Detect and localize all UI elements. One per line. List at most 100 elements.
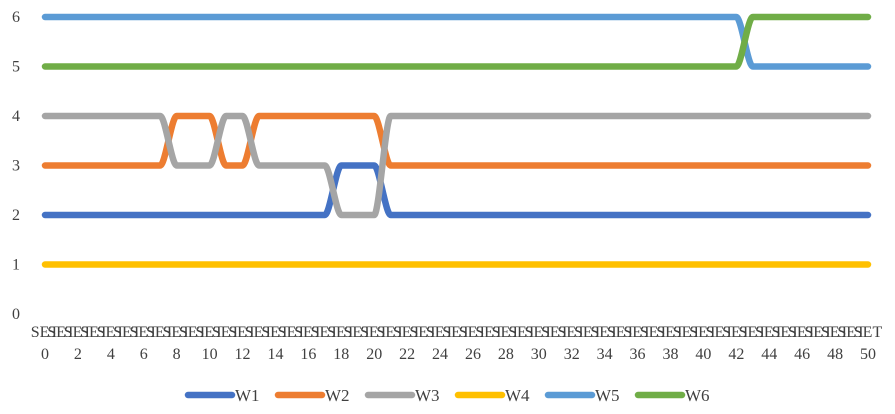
x-tick-number: 44 <box>761 346 777 363</box>
x-tick-number: 2 <box>74 346 82 363</box>
y-tick-label: 6 <box>12 9 20 26</box>
x-axis: SETSETSETSETSETSETSETSETSETSETSETSETSETS… <box>31 324 883 363</box>
x-tick-label: SET <box>344 324 373 341</box>
x-tick-label: SET <box>179 324 208 341</box>
y-tick-label: 3 <box>12 158 20 175</box>
y-axis: 0 1 2 3 4 5 6 <box>12 9 20 323</box>
x-tick-label: SET <box>623 324 652 341</box>
x-tick-label: SET <box>837 324 866 341</box>
x-tick-label: SET <box>771 324 800 341</box>
x-tick-label: SET <box>31 324 60 341</box>
x-tick-number: 18 <box>333 346 349 363</box>
x-tick-label: SET <box>80 324 109 341</box>
legend-label: W6 <box>685 386 710 405</box>
series-line-w5 <box>41 13 872 70</box>
x-tick-label: SET <box>376 324 405 341</box>
x-tick-label: SET <box>755 324 784 341</box>
legend-label: W4 <box>505 386 530 405</box>
x-tick-label: SET <box>278 324 307 341</box>
x-tick-label: SET <box>311 324 340 341</box>
x-tick-label: SET <box>854 324 883 341</box>
legend-label: W3 <box>415 386 440 405</box>
y-tick-label: 0 <box>12 306 20 323</box>
x-tick-label: SET <box>492 324 521 341</box>
x-tick-label: SET <box>195 324 224 341</box>
y-tick-label: 1 <box>12 257 20 274</box>
x-tick-label: SET <box>656 324 685 341</box>
x-tick-label: SET <box>574 324 603 341</box>
x-tick-number: 4 <box>107 346 115 363</box>
x-tick-number: 40 <box>695 346 711 363</box>
x-tick-number: 12 <box>235 346 251 363</box>
x-tick-number: 16 <box>300 346 316 363</box>
x-tick-label: SET <box>426 324 455 341</box>
x-tick-number: 24 <box>432 346 448 363</box>
x-tick-number: 14 <box>267 346 283 363</box>
series-line-w6 <box>41 13 872 70</box>
legend: W1 W2 W3 W4 W5 W6 <box>184 386 710 405</box>
x-tick-label: SET <box>228 324 257 341</box>
x-tick-label: SET <box>162 324 191 341</box>
x-tick-label: SET <box>541 324 570 341</box>
x-tick-label: SET <box>97 324 126 341</box>
series-line-w1 <box>41 162 872 219</box>
y-tick-label: 5 <box>12 59 20 76</box>
x-tick-label: SET <box>590 324 619 341</box>
x-tick-label: SET <box>294 324 323 341</box>
x-tick-number: 8 <box>173 346 181 363</box>
series-line-w3 <box>41 112 872 219</box>
x-tick-number: 20 <box>366 346 382 363</box>
x-tick-label: SET <box>212 324 241 341</box>
x-tick-label: SET <box>673 324 702 341</box>
x-tick-label: SET <box>327 324 356 341</box>
x-tick-number: 30 <box>531 346 547 363</box>
x-tick-label: SET <box>360 324 389 341</box>
x-tick-number: 48 <box>827 346 843 363</box>
x-tick-label: SET <box>525 324 554 341</box>
x-tick-label: SET <box>64 324 93 341</box>
x-tick-label: SET <box>475 324 504 341</box>
legend-label: W5 <box>595 386 620 405</box>
x-tick-label: SET <box>113 324 142 341</box>
x-tick-label: SET <box>689 324 718 341</box>
x-tick-label: SET <box>607 324 636 341</box>
x-tick-number: 28 <box>498 346 514 363</box>
x-tick-number: 50 <box>860 346 876 363</box>
x-tick-number: 6 <box>140 346 148 363</box>
x-tick-label: SET <box>245 324 274 341</box>
x-tick-label: SET <box>130 324 159 341</box>
x-tick-number: 36 <box>630 346 646 363</box>
x-tick-label: SET <box>393 324 422 341</box>
x-tick-label: SET <box>722 324 751 341</box>
x-tick-number: 26 <box>465 346 481 363</box>
x-tick-number: 42 <box>728 346 744 363</box>
x-tick-number: 38 <box>662 346 678 363</box>
x-tick-label: SET <box>261 324 290 341</box>
plot-area <box>41 13 872 268</box>
x-tick-number: 32 <box>564 346 580 363</box>
x-tick-number: 10 <box>202 346 218 363</box>
series-line-w2 <box>41 112 872 169</box>
x-tick-label: SET <box>442 324 471 341</box>
legend-label: W1 <box>235 386 260 405</box>
legend-label: W2 <box>325 386 350 405</box>
x-tick-label: SET <box>409 324 438 341</box>
x-tick-label: SET <box>821 324 850 341</box>
x-tick-number: 0 <box>41 346 49 363</box>
x-tick-number: 46 <box>794 346 810 363</box>
y-tick-label: 2 <box>12 207 20 224</box>
x-tick-label: SET <box>804 324 833 341</box>
y-tick-label: 4 <box>12 108 20 125</box>
x-tick-label: SET <box>706 324 735 341</box>
x-tick-label: SET <box>788 324 817 341</box>
x-tick-label: SET <box>739 324 768 341</box>
x-tick-label: SET <box>47 324 76 341</box>
x-tick-label: SET <box>508 324 537 341</box>
x-tick-label: SET <box>459 324 488 341</box>
x-tick-label: SET <box>557 324 586 341</box>
x-tick-label: SET <box>146 324 175 341</box>
x-tick-label: SET <box>640 324 669 341</box>
x-tick-number: 22 <box>399 346 415 363</box>
x-tick-number: 34 <box>597 346 613 363</box>
